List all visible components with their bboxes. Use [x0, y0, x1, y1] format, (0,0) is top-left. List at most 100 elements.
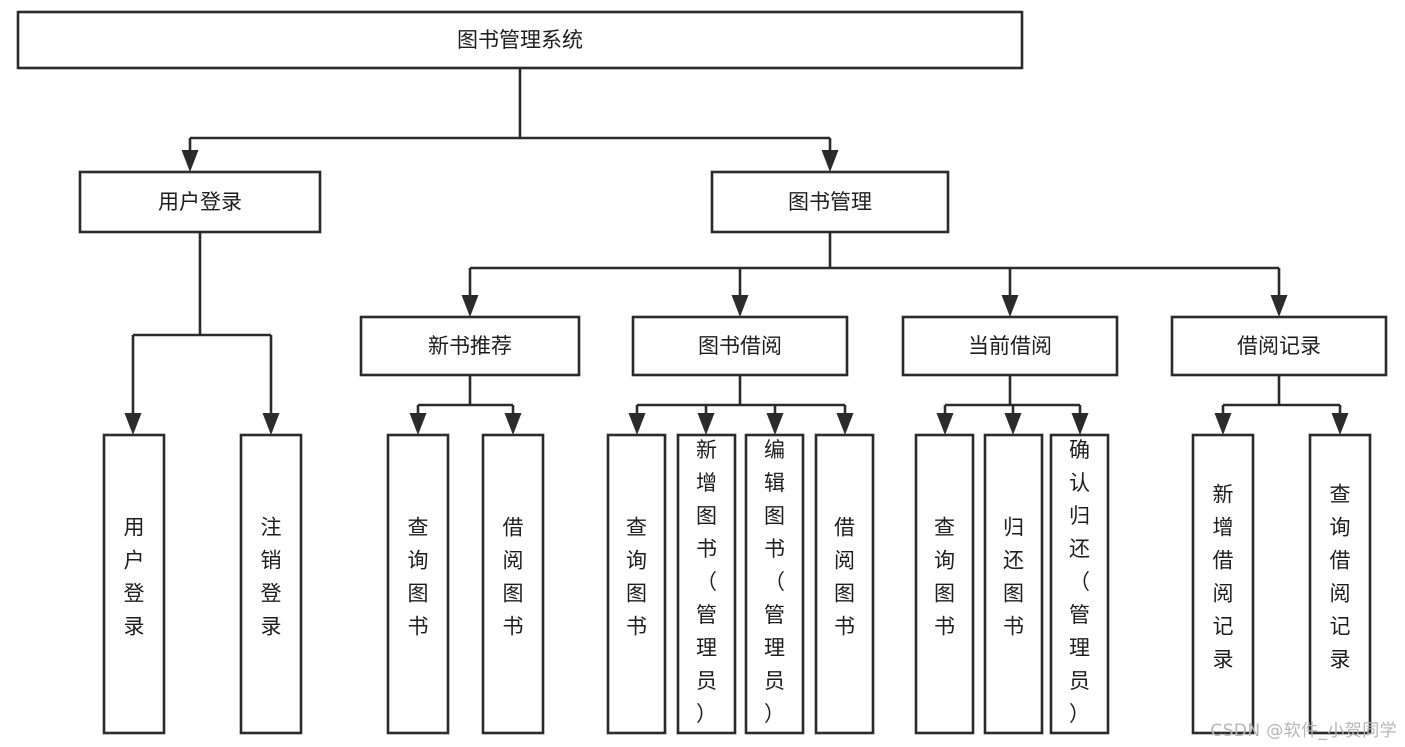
node-label-char: 录 [1330, 648, 1351, 672]
node-box[interactable] [676, 433, 737, 735]
node-box[interactable] [359, 315, 581, 377]
node-box[interactable] [102, 433, 166, 735]
arrow-head [836, 413, 854, 435]
connector-bus-user-login [133, 232, 271, 337]
node-label-char: 查 [1330, 483, 1351, 507]
arrow-head [181, 150, 199, 172]
leaf-node-leaf-borrow-book-rec[interactable]: 借阅图书 [481, 433, 545, 735]
node-label-char: （ [1069, 570, 1090, 594]
level3-node-current-borrow[interactable]: 当前借阅 [901, 315, 1119, 377]
leaf-node-leaf-add-book-admin[interactable]: 新增图书（管理员） [676, 433, 737, 735]
node-label-char: 图 [503, 582, 524, 606]
arrow-to-leaf-user-logout [262, 335, 280, 435]
arrow-to-leaf-query-book-current [936, 405, 954, 435]
leaf-node-leaf-add-borrow-record[interactable]: 新增借阅记录 [1191, 433, 1255, 735]
node-label: 借阅图书 [834, 516, 855, 639]
node-box[interactable] [1308, 433, 1372, 735]
node-label: 归还图书 [1003, 516, 1024, 639]
node-label-char: 理 [1069, 636, 1090, 660]
arrowhead-layer [124, 138, 1349, 435]
arrow-head [1071, 413, 1089, 435]
level3-node-new-book-recommend[interactable]: 新书推荐 [359, 315, 581, 377]
node-box[interactable] [901, 315, 1119, 377]
node-label: 用户登录 [158, 190, 242, 214]
connector-bus-new-book [418, 375, 513, 407]
node-label-char: 录 [124, 615, 145, 639]
node-label-char: （ [764, 570, 785, 594]
node-label-char: ） [696, 702, 717, 726]
node-label-char: 书 [1003, 615, 1024, 639]
node-label-char: 登 [124, 582, 145, 606]
node-label-char: 询 [408, 549, 429, 573]
node-box[interactable] [481, 433, 545, 735]
arrow-head [1214, 413, 1232, 435]
node-box[interactable] [744, 433, 805, 735]
leaf-node-leaf-query-book-current[interactable]: 查询图书 [914, 433, 975, 735]
node-box[interactable] [710, 170, 950, 234]
leaf-node-leaf-query-book-borrow[interactable]: 查询图书 [606, 433, 667, 735]
node-label-char: 图 [764, 504, 785, 528]
leaf-node-leaf-edit-book-admin[interactable]: 编辑图书（管理员） [744, 433, 805, 735]
leaf-node-leaf-query-borrow-record[interactable]: 查询借阅记录 [1308, 433, 1372, 735]
arrow-to-leaf-confirm-return-admin [1071, 405, 1089, 435]
level3-node-book-borrow[interactable]: 图书借阅 [631, 315, 849, 377]
node-label-char: 书 [408, 615, 429, 639]
node-label-char: 新 [696, 438, 717, 462]
arrow-head [262, 413, 280, 435]
arrow-to-leaf-add-book-admin [697, 405, 715, 435]
node-label-char: 辑 [764, 471, 785, 495]
arrow-to-borrow-record [1270, 268, 1288, 317]
arrow-head [936, 413, 954, 435]
node-box[interactable] [239, 433, 303, 735]
leaf-node-leaf-user-login[interactable]: 用户登录 [102, 433, 166, 735]
level3-node-borrow-record[interactable]: 借阅记录 [1170, 315, 1388, 377]
connector-bus-current-borrow [945, 375, 1080, 407]
node-box[interactable] [983, 433, 1044, 735]
connector-layer [133, 68, 1340, 407]
leaf-node-leaf-return-book[interactable]: 归还图书 [983, 433, 1044, 735]
node-label-char: 图 [408, 582, 429, 606]
node-label: 图书管理 [788, 190, 872, 214]
node-box[interactable] [1191, 433, 1255, 735]
arrow-head [821, 150, 839, 172]
arrow-head [1004, 413, 1022, 435]
node-box[interactable] [606, 433, 667, 735]
node-label-char: 认 [1069, 471, 1090, 495]
arrow-to-leaf-query-book-rec [409, 405, 427, 435]
node-label: 编辑图书（管理员） [764, 438, 785, 726]
node-label-char: 新 [1213, 483, 1234, 507]
node-label: 用户登录 [124, 516, 145, 639]
node-box[interactable] [78, 170, 322, 234]
leaf-node-leaf-borrow-book[interactable]: 借阅图书 [814, 433, 875, 735]
node-box[interactable] [1049, 433, 1110, 735]
level2-node-user-login[interactable]: 用户登录 [78, 170, 322, 234]
arrow-to-leaf-return-book [1004, 405, 1022, 435]
arrow-head [124, 413, 142, 435]
node-label-char: 书 [626, 615, 647, 639]
root-node-root[interactable]: 图书管理系统 [16, 10, 1024, 70]
connector-bus-book-borrow [637, 375, 845, 407]
arrow-to-leaf-borrow-book [836, 405, 854, 435]
node-label-char: 借 [1330, 549, 1351, 573]
node-label: 查询图书 [934, 516, 955, 639]
node-box[interactable] [386, 433, 450, 735]
arrow-head [1270, 295, 1288, 317]
node-label-char: 员 [764, 669, 785, 693]
node-label-char: 记 [1213, 615, 1234, 639]
connector-bus-borrow-record [1223, 375, 1340, 407]
node-box[interactable] [814, 433, 875, 735]
leaf-node-leaf-user-logout[interactable]: 注销登录 [239, 433, 303, 735]
node-box[interactable] [1170, 315, 1388, 377]
leaf-node-leaf-confirm-return-admin[interactable]: 确认归还（管理员） [1049, 433, 1110, 735]
connector-bus-root [190, 68, 830, 140]
node-label-char: 理 [696, 636, 717, 660]
node-box[interactable] [631, 315, 849, 377]
node-label: 图书借阅 [698, 334, 782, 358]
node-label-char: 阅 [1330, 582, 1351, 606]
level2-node-book-manage[interactable]: 图书管理 [710, 170, 950, 234]
leaf-node-leaf-query-book-rec[interactable]: 查询图书 [386, 433, 450, 735]
node-label-char: 管 [764, 603, 785, 627]
node-box[interactable] [16, 10, 1024, 70]
arrow-to-leaf-edit-book-admin [766, 405, 784, 435]
node-box[interactable] [914, 433, 975, 735]
